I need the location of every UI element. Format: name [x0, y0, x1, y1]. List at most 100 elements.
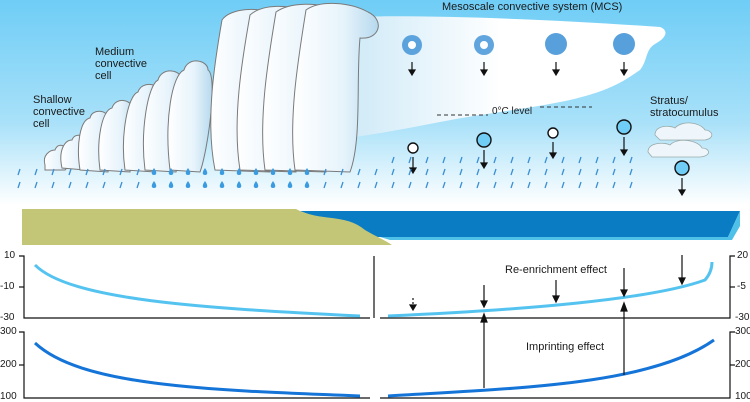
tick: 300: [0, 326, 17, 337]
tick: -5: [737, 281, 746, 292]
raindrop: [287, 181, 293, 188]
rain-streak: [595, 168, 599, 176]
stratus-label: Stratus/ stratocumulus: [650, 95, 719, 119]
imprinting-label: Imprinting effect: [526, 341, 605, 353]
raindrop: [287, 168, 293, 175]
rain-streak: [629, 156, 633, 164]
stratus-clouds: [647, 122, 713, 158]
rain-streak: [323, 168, 327, 176]
raindrop: [185, 168, 191, 175]
ocean-shallow: [380, 211, 740, 240]
curve-dark-left: [33, 341, 361, 398]
rain-streak: [34, 181, 38, 189]
rain-streak: [408, 168, 412, 176]
rain-streak: [51, 181, 55, 189]
axes: [19, 255, 735, 399]
rain-streak: [85, 181, 89, 189]
raindrop: [202, 181, 208, 188]
raindrop: [253, 168, 259, 175]
rain-streak: [340, 168, 344, 176]
rain-streak: [612, 181, 616, 189]
rain-streak: [442, 156, 446, 164]
zero-level-label: 0°C level: [492, 106, 533, 117]
tick: -30: [735, 312, 750, 323]
tick: 300: [735, 326, 750, 337]
rain-streak: [561, 156, 565, 164]
rain-streak: [357, 168, 361, 176]
raindrop: [270, 181, 276, 188]
rain-streak: [136, 168, 140, 176]
raindrop: [168, 168, 174, 175]
rain-streak: [459, 168, 463, 176]
rain-streak: [476, 168, 480, 176]
fall-arrows: [407, 62, 629, 77]
rain-streak: [442, 168, 446, 176]
rain-streak: [544, 156, 548, 164]
rain-streak: [408, 156, 412, 164]
rain-streak: [595, 156, 599, 164]
raindrop: [236, 181, 242, 188]
rain-streak: [34, 168, 38, 176]
rain-streak: [442, 181, 446, 189]
tick: 200: [0, 359, 17, 370]
rain-streak: [391, 156, 395, 164]
rain-streak: [493, 156, 497, 164]
rain-streak: [629, 181, 633, 189]
rain-streak: [323, 181, 327, 189]
raindrop: [219, 181, 225, 188]
rain-streak: [408, 181, 412, 189]
rain-streak: [527, 168, 531, 176]
rain-streak: [561, 168, 565, 176]
rain-streak: [510, 181, 514, 189]
ice-crystals: [402, 33, 635, 55]
tick: 200: [735, 359, 750, 370]
rain-streak: [85, 168, 89, 176]
tick: 100: [735, 391, 750, 402]
rain-streak: [595, 181, 599, 189]
rain-streak: [391, 181, 395, 189]
tick: -10: [0, 281, 15, 292]
rain-streak: [578, 181, 582, 189]
mcs-anvil: [300, 16, 666, 142]
rain-streak: [612, 156, 616, 164]
rain-streak: [493, 181, 497, 189]
raindrop: [151, 168, 157, 175]
raindrop: [270, 168, 276, 175]
rain-streak: [68, 181, 72, 189]
medium-cell-label: Medium convective cell: [95, 46, 147, 82]
rain-streak: [374, 181, 378, 189]
rain-streak: [629, 168, 633, 176]
rain-streak: [527, 181, 531, 189]
shallow-cell-label: Shallow convective cell: [33, 94, 85, 130]
rain-streak: [459, 156, 463, 164]
rain-streak: [51, 168, 55, 176]
rain-streak: [476, 181, 480, 189]
rain-streak: [119, 181, 123, 189]
rain-streak: [425, 156, 429, 164]
raindrop: [151, 181, 157, 188]
rain-streak: [17, 181, 21, 189]
rain: [17, 156, 633, 189]
effect-arrows: [408, 255, 686, 388]
rain-streak: [612, 168, 616, 176]
tick: 10: [4, 250, 16, 261]
rain-streak: [391, 168, 395, 176]
raindrop: [236, 168, 242, 175]
land: [22, 209, 392, 245]
rain-streak: [544, 168, 548, 176]
rain-streak: [493, 168, 497, 176]
raindrop: [304, 168, 310, 175]
droplet-particles: [407, 119, 690, 176]
rain-streak: [340, 181, 344, 189]
rain-streak: [510, 156, 514, 164]
raindrop: [304, 181, 310, 188]
raindrop: [219, 168, 225, 175]
curve-light-left: [33, 263, 361, 318]
rain-streak: [136, 181, 140, 189]
rain-streak: [459, 181, 463, 189]
raindrop: [202, 168, 208, 175]
raindrop: [253, 181, 259, 188]
rain-streak: [561, 181, 565, 189]
rain-streak: [374, 168, 378, 176]
